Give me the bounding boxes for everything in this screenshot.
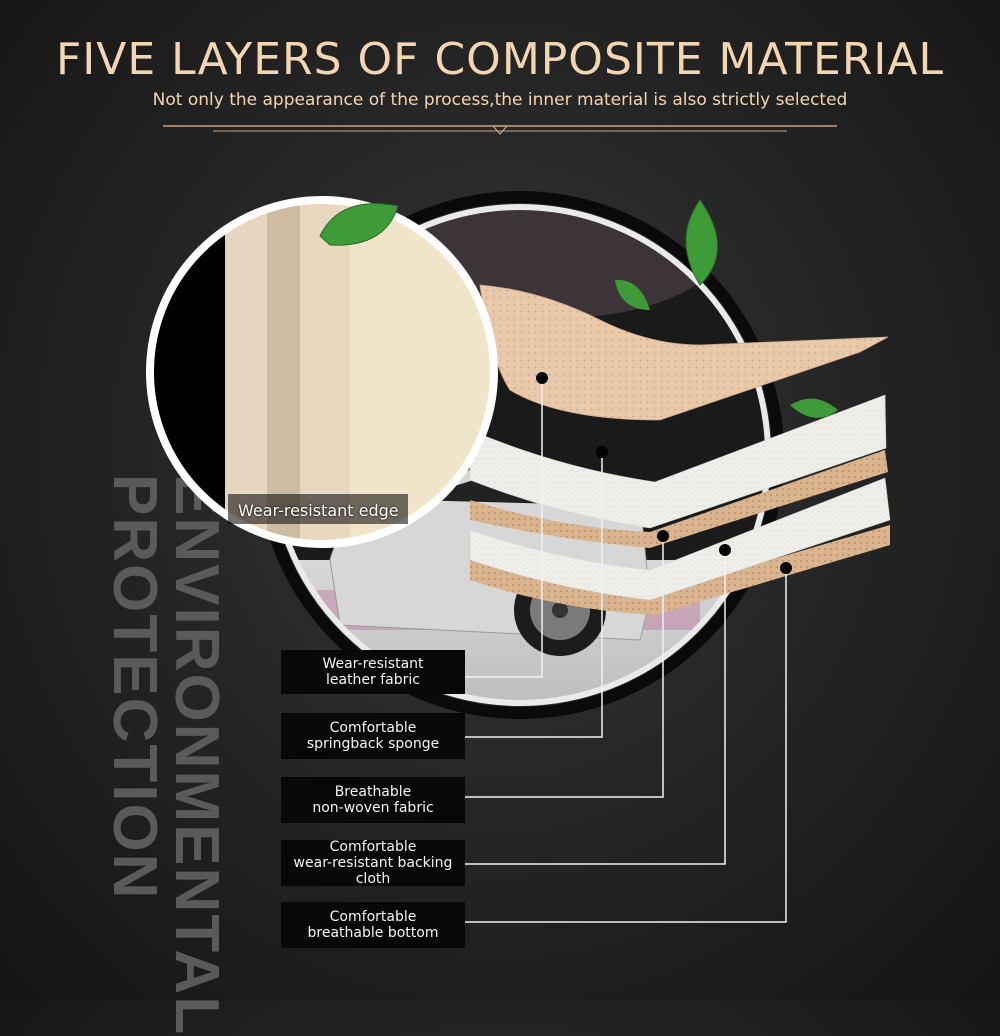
callout-leather-fabric: Wear-resistant leather fabric [281,650,465,694]
title-divider [163,125,837,135]
zoom-label: Wear-resistant edge [238,501,399,520]
leaf-icon [790,398,838,418]
page-title: FIVE LAYERS OF COMPOSITE MATERIAL [55,34,944,85]
leader-lines [465,378,787,923]
callout-springback-sponge: Comfortable springback sponge [281,713,465,759]
layer-stack [469,284,891,615]
callout-breathable-bottom: Comfortable breathable bottom [281,902,465,948]
product-illustration [146,191,891,923]
leaf-icon [685,199,718,286]
leaf-icon [615,279,650,310]
page-subtitle: Not only the appearance of the process,t… [152,90,848,110]
leader-dots [536,372,792,574]
callout-backing-cloth: Comfortable wear-resistant backing cloth [281,839,465,887]
zoom-circle [146,196,498,548]
callout-non-woven-fabric: Breathable non-woven fabric [281,777,465,823]
leaf-icon [319,203,399,246]
